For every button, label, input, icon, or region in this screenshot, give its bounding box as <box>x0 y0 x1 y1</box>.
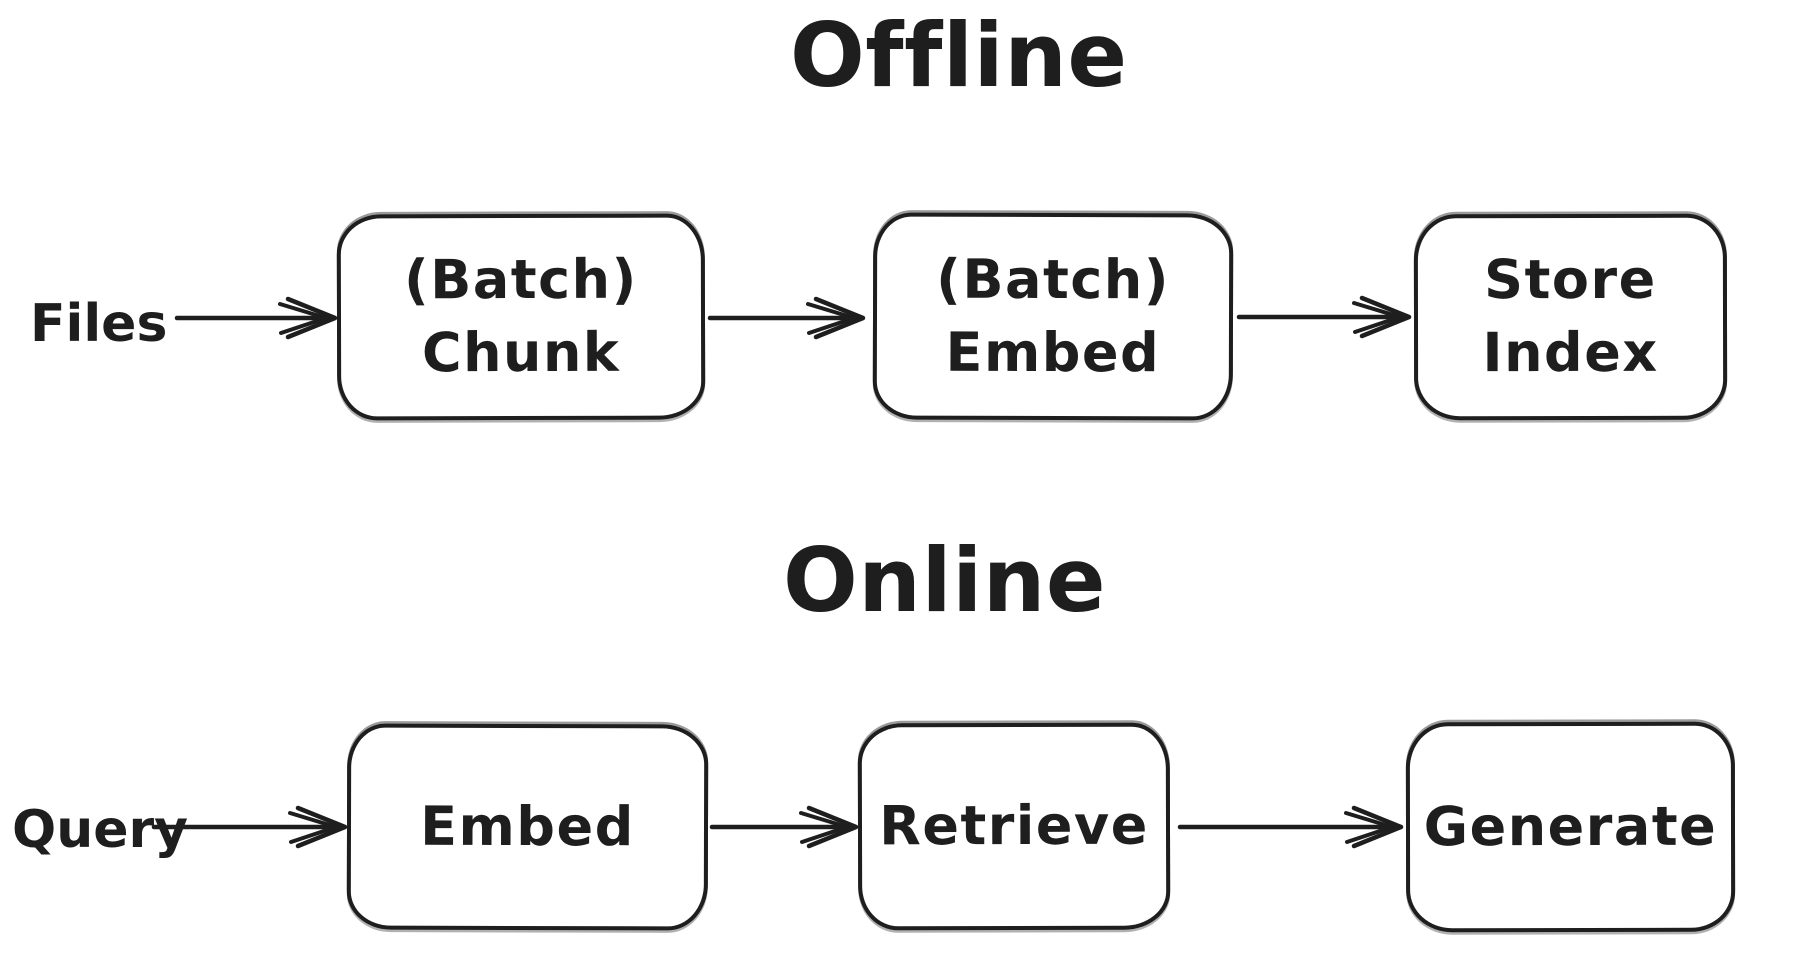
arrow-embed-to-retrieve <box>709 805 859 849</box>
node-label-line1: (Batch) <box>936 247 1171 311</box>
node-label: Embed <box>420 794 635 858</box>
arrow-head <box>1359 295 1412 339</box>
query-source-label: Query <box>12 800 189 860</box>
offline-section-title: Offline <box>790 4 1128 107</box>
arrow-head <box>1351 805 1404 849</box>
arrow-head-double-stroke <box>806 302 856 335</box>
arrow-head-double-stroke <box>1352 301 1402 334</box>
arrow-retrieve-to-generate <box>1177 805 1404 849</box>
arrow-batch-embed-to-store-index <box>1236 295 1412 339</box>
node-retrieve: Retrieve <box>857 722 1171 931</box>
arrow-query-to-embed <box>151 805 348 849</box>
node-label: Retrieve <box>879 793 1149 858</box>
node-generate: Generate <box>1405 721 1736 933</box>
arrow-batch-chunk-to-batch-embed <box>707 296 866 340</box>
arrow-head <box>813 296 866 340</box>
arrow-files-to-batch-chunk <box>174 296 338 340</box>
node-offline-batch-chunk: (Batch) Chunk <box>336 213 706 421</box>
online-section-title: Online <box>783 529 1107 632</box>
node-store-index: Store Index <box>1413 213 1728 421</box>
node-label-line2: Index <box>1482 320 1659 385</box>
arrow-head-double-stroke <box>799 811 849 844</box>
node-offline-batch-embed: (Batch) Embed <box>872 212 1234 421</box>
arrow-head <box>806 805 859 849</box>
arrow-head <box>285 296 338 340</box>
arrow-head-double-stroke <box>288 811 338 844</box>
arrow-head-double-stroke <box>278 302 328 335</box>
node-label: Generate <box>1423 794 1718 858</box>
arrow-head-double-stroke <box>1344 811 1394 844</box>
node-label-line2: Embed <box>945 320 1161 384</box>
files-source-label: Files <box>30 294 168 354</box>
node-online-embed: Embed <box>346 723 709 931</box>
node-label-line1: (Batch) <box>403 247 638 312</box>
node-label-line1: Store <box>1484 247 1657 312</box>
arrow-head <box>295 805 348 849</box>
node-label-line2: Chunk <box>421 320 621 385</box>
